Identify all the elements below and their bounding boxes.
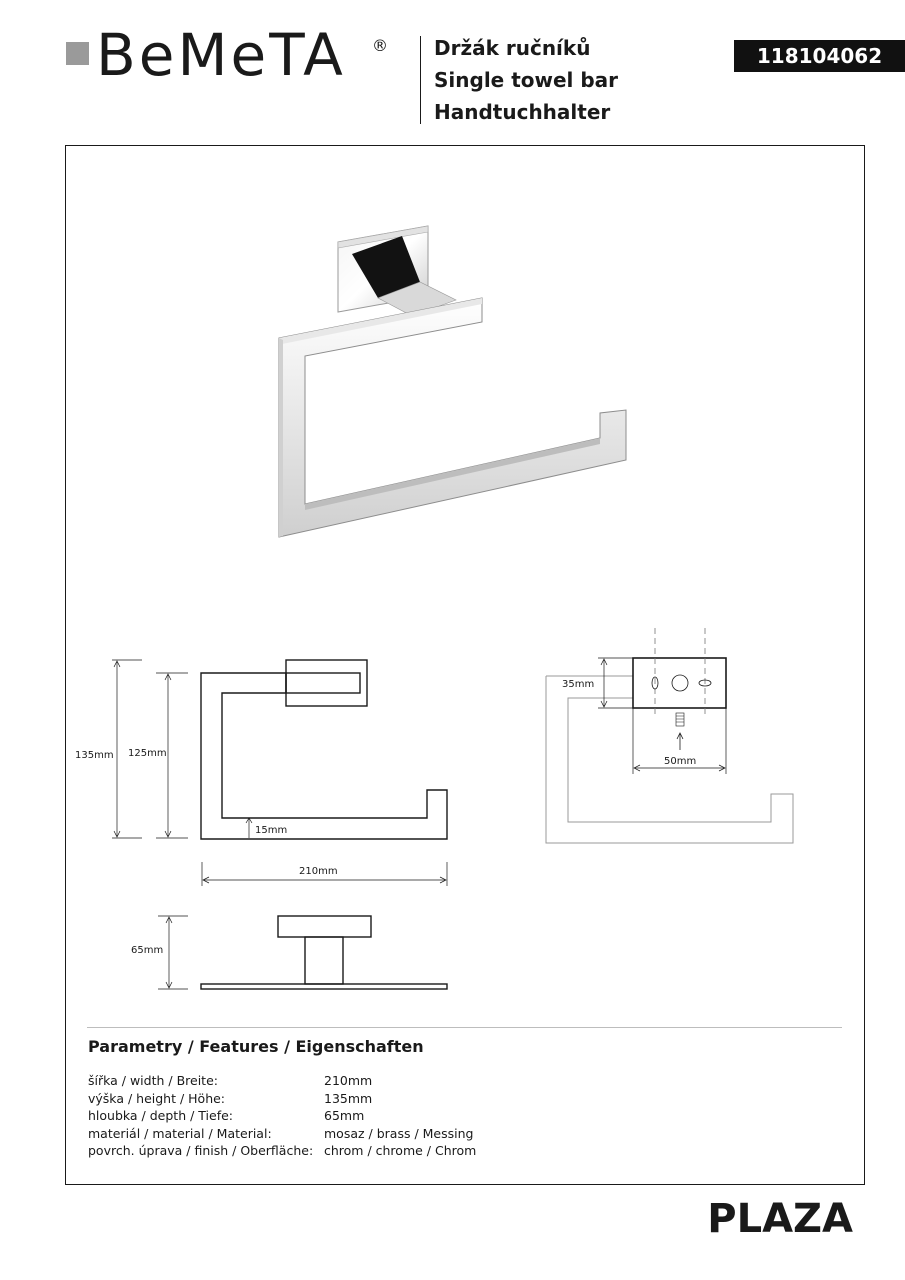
front-view-drawing xyxy=(200,659,448,840)
features-heading: Parametry / Features / Eigenschaften xyxy=(88,1037,424,1056)
spec-value: 65mm xyxy=(324,1108,365,1123)
spec-value: 210mm xyxy=(324,1073,373,1088)
dim-bar-thickness: 15mm xyxy=(255,825,287,836)
front-view-dimensions xyxy=(112,659,448,886)
spec-label: materiál / material / Material: xyxy=(88,1125,272,1141)
brand-logo: BeMeTA xyxy=(96,21,346,89)
mounting-view-drawing xyxy=(545,628,794,844)
spec-value: 135mm xyxy=(324,1090,373,1106)
spec-value: mosaz / brass / Messing xyxy=(324,1125,474,1141)
spec-label: hloubka / depth / Tiefe: xyxy=(88,1108,233,1123)
dim-mount-height: 35mm xyxy=(562,679,594,690)
features-divider xyxy=(87,1027,842,1028)
spec-row-width: šířka / width / Breite: 210mm xyxy=(88,1073,476,1091)
product-code: 118104062 xyxy=(756,44,883,68)
title-czech: Držák ručníků xyxy=(434,36,591,60)
product-render-image xyxy=(278,225,627,538)
title-german: Handtuchhalter xyxy=(434,100,611,124)
spec-row-height: výška / height / Höhe: 135mm xyxy=(88,1091,476,1109)
spec-label: povrch. úprava / finish / Oberfläche: xyxy=(88,1143,314,1158)
top-view-dimensions xyxy=(158,915,188,990)
spec-label: výška / height / Höhe: xyxy=(88,1090,226,1106)
spec-table: šířka / width / Breite: 210mm výška / he… xyxy=(88,1073,476,1161)
product-code-badge: 118104062 xyxy=(734,40,905,72)
spec-label: šířka / width / Breite: xyxy=(88,1073,218,1088)
spec-row-depth: hloubka / depth / Tiefe: 65mm xyxy=(88,1108,476,1126)
spec-value: chrom / chrome / Chrom xyxy=(324,1143,477,1158)
logo-square-mark xyxy=(66,42,89,65)
title-english: Single towel bar xyxy=(434,68,619,92)
dim-depth: 65mm xyxy=(131,945,163,956)
dim-hole-spacing: 50mm xyxy=(664,756,696,767)
top-view-drawing xyxy=(200,915,448,990)
spec-row-material: materiál / material / Material: mosaz / … xyxy=(88,1126,476,1144)
spec-row-finish: povrch. úprava / finish / Oberfläche: ch… xyxy=(88,1143,476,1161)
mounting-view-dimensions xyxy=(598,657,727,774)
dim-total-height: 135mm xyxy=(75,750,114,761)
series-name: PLAZA xyxy=(707,1196,853,1242)
dim-inner-height: 125mm xyxy=(128,748,167,759)
dim-width: 210mm xyxy=(299,866,338,877)
drawing-frame xyxy=(65,145,865,1185)
header-divider xyxy=(420,36,421,124)
registered-mark: ® xyxy=(372,36,388,55)
